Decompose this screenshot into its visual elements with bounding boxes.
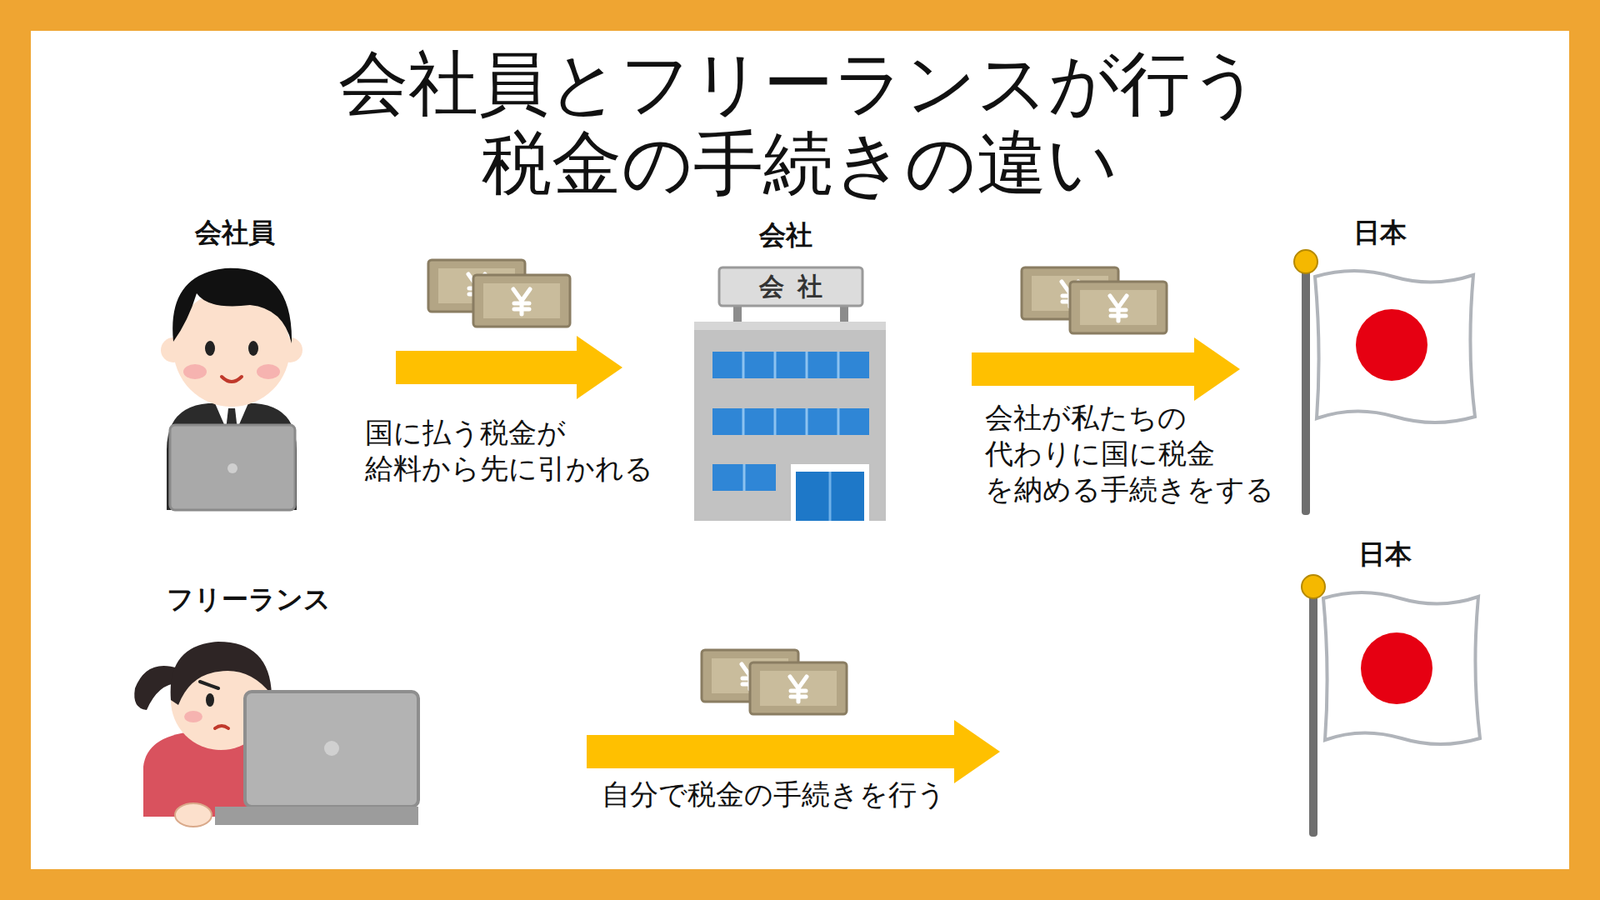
japan-flag bbox=[1301, 575, 1480, 837]
arrow-shape bbox=[586, 720, 1000, 784]
edge-label: 会社が私たちの 代わりに国に税金 を納める手続きをする bbox=[985, 400, 1294, 508]
illustration-node: 会社員 bbox=[158, 218, 396, 525]
illustration-node: 日本 bbox=[1240, 218, 1492, 525]
flow-arrow bbox=[586, 720, 1000, 784]
freelancer bbox=[134, 641, 419, 827]
edge-label: 国に払う税金が 給料から先に引かれる bbox=[365, 415, 682, 487]
arrow-shape bbox=[971, 337, 1240, 401]
arrow-shape bbox=[395, 335, 623, 400]
illustration-node: フリーランス bbox=[125, 585, 587, 835]
money-icon bbox=[1021, 267, 1167, 334]
node-label: フリーランス bbox=[166, 585, 331, 614]
illustration-node: 日本 bbox=[1000, 540, 1492, 845]
company-building bbox=[694, 267, 886, 521]
sign-label: 会社 bbox=[759, 272, 836, 301]
node-label: 日本 bbox=[1353, 218, 1407, 247]
flow-arrow bbox=[395, 335, 623, 400]
node-label: 会社員 bbox=[195, 218, 275, 247]
illustration-node: 会社 bbox=[622, 220, 972, 525]
node-label: 日本 bbox=[1358, 540, 1412, 569]
japan-flag bbox=[1294, 250, 1475, 515]
money-icon bbox=[428, 260, 570, 327]
money-icon bbox=[701, 650, 847, 715]
edge-label: 自分で税金の手続きを行う bbox=[601, 776, 985, 813]
node-label: 会社 bbox=[759, 220, 813, 250]
diagram-title: 会社員とフリーランスが行う 税金の手続きの違い bbox=[300, 43, 1300, 204]
office-worker bbox=[160, 268, 303, 510]
flow-arrow bbox=[971, 337, 1240, 401]
